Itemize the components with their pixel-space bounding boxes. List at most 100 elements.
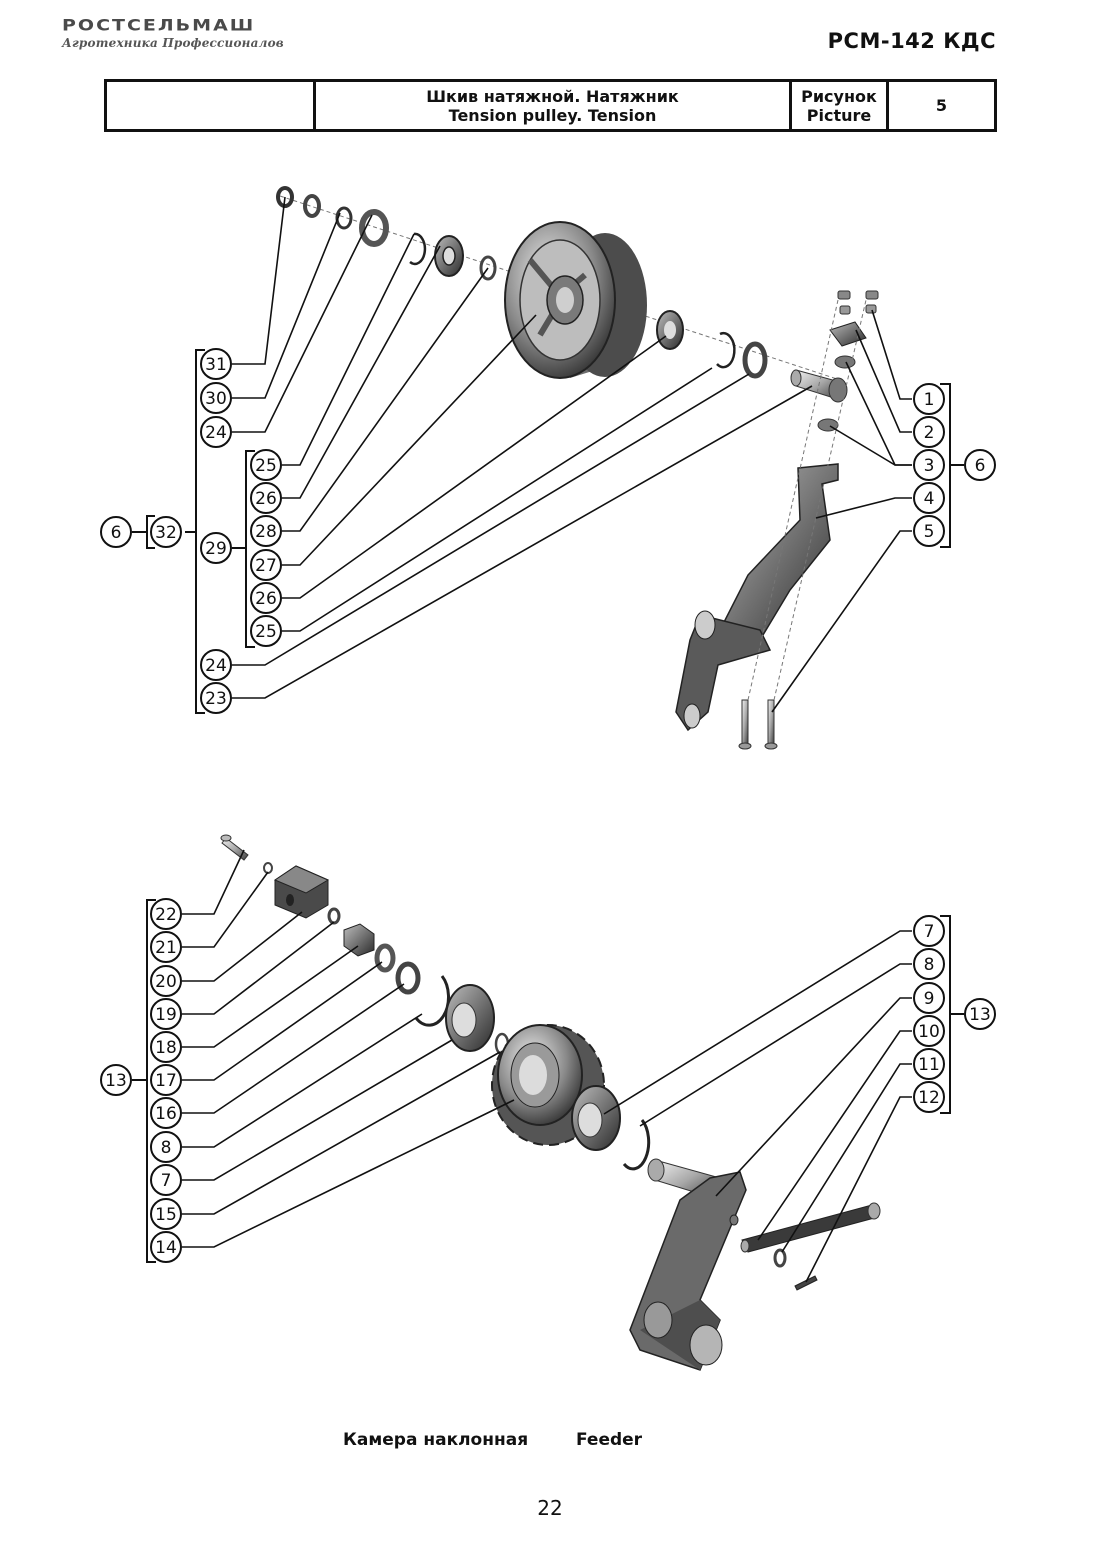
svg-text:18: 18 [155, 1038, 177, 1058]
bottom-callouts-left: 22 21 20 19 18 17 16 8 7 15 14 13 [100, 898, 182, 1263]
svg-text:8: 8 [924, 955, 935, 975]
callout-24: 24 [200, 649, 232, 681]
svg-text:11: 11 [918, 1055, 940, 1075]
svg-text:26: 26 [255, 589, 277, 609]
bottom-part-18-nut [343, 923, 375, 957]
svg-text:13: 13 [105, 1071, 127, 1091]
callout-13-right: 13 [964, 998, 996, 1030]
callout-4: 4 [913, 482, 945, 514]
callout-15: 15 [150, 1198, 182, 1230]
callout-23: 23 [200, 682, 232, 714]
svg-text:7: 7 [924, 922, 935, 942]
top-brackets [132, 349, 964, 714]
svg-text:19: 19 [155, 1005, 177, 1025]
top-assembly-parts [276, 186, 879, 750]
callout-16: 16 [150, 1097, 182, 1129]
svg-text:25: 25 [255, 622, 277, 642]
bottom-leaders [182, 849, 912, 1283]
callout-7: 7 [913, 915, 945, 947]
pin-9 [740, 1202, 881, 1253]
callout-26: 26 [250, 582, 282, 614]
svg-text:31: 31 [205, 355, 227, 375]
picture-label-en: Picture [806, 105, 872, 125]
callout-19: 19 [150, 998, 182, 1030]
callout-6-right: 6 [964, 449, 996, 481]
top-part-31 [276, 186, 294, 208]
top-fasteners [817, 290, 879, 432]
svg-text:5: 5 [924, 522, 935, 542]
picture-label: Рисунок Picture [789, 79, 889, 132]
svg-text:15: 15 [155, 1205, 177, 1225]
bottom-assembly-parts [220, 834, 881, 1371]
bottom-part-11-cotter [794, 1275, 818, 1291]
svg-text:14: 14 [155, 1238, 177, 1258]
top-part-24b [742, 341, 768, 379]
title-empty-cell [104, 79, 316, 132]
bottom-part-22-bolt [220, 834, 249, 861]
callout-14: 14 [150, 1231, 182, 1263]
callout-20: 20 [150, 965, 182, 997]
page-number: 22 [537, 1496, 563, 1520]
model-title: РСМ-142 КДС [827, 29, 996, 53]
svg-text:6: 6 [111, 523, 122, 543]
footer-caption-ru: Камера наклонная [343, 1430, 529, 1450]
top-part-25b [716, 331, 736, 369]
top-part-30 [303, 194, 321, 218]
svg-text:22: 22 [155, 905, 177, 925]
callout-13-left: 13 [100, 1064, 132, 1096]
callout-30: 30 [200, 382, 232, 414]
title-block: Шкив натяжной. Натяжник Tension pulley. … [104, 79, 997, 132]
svg-text:8: 8 [161, 1138, 172, 1158]
svg-text:9: 9 [924, 989, 935, 1009]
callout-7: 7 [150, 1164, 182, 1196]
callout-26: 26 [250, 482, 282, 514]
callout-32: 32 [150, 516, 182, 548]
callout-8: 8 [150, 1131, 182, 1163]
svg-text:6: 6 [975, 456, 986, 476]
svg-text:3: 3 [924, 456, 935, 476]
callout-3: 3 [913, 449, 945, 481]
callout-29: 29 [200, 532, 232, 564]
bottom-part-10 [773, 1248, 787, 1268]
axle-arm-13 [629, 1158, 747, 1371]
title-caption: Шкив натяжной. Натяжник Tension pulley. … [313, 79, 792, 132]
svg-text:2: 2 [924, 423, 935, 443]
footer-caption-en: Feeder [576, 1430, 643, 1450]
bottom-part-19 [327, 907, 341, 925]
svg-text:16: 16 [155, 1104, 177, 1124]
svg-text:24: 24 [205, 656, 227, 676]
callout-1: 1 [913, 383, 945, 415]
top-callouts-right: 1 2 3 4 5 6 [913, 383, 996, 547]
bottom-part-7a-bearing [445, 984, 495, 1052]
bottom-part-17 [374, 943, 396, 973]
top-part-26a [409, 232, 427, 266]
svg-text:28: 28 [255, 522, 277, 542]
callout-25: 25 [250, 449, 282, 481]
callout-8: 8 [913, 948, 945, 980]
svg-text:20: 20 [155, 972, 177, 992]
svg-text:30: 30 [205, 389, 227, 409]
callout-24: 24 [200, 416, 232, 448]
svg-text:25: 25 [255, 456, 277, 476]
callout-17: 17 [150, 1064, 182, 1096]
callout-27: 27 [250, 549, 282, 581]
top-callouts-left: 31 30 24 25 26 28 27 26 25 24 23 29 32 6 [100, 348, 282, 714]
picture-label-ru: Рисунок [801, 86, 877, 106]
svg-text:21: 21 [155, 938, 177, 958]
svg-text:29: 29 [205, 539, 227, 559]
callout-18: 18 [150, 1031, 182, 1063]
svg-text:26: 26 [255, 489, 277, 509]
svg-text:27: 27 [255, 556, 277, 576]
svg-text:23: 23 [205, 689, 227, 709]
callout-2: 2 [913, 416, 945, 448]
svg-text:10: 10 [918, 1022, 940, 1042]
axle-23 [790, 369, 848, 403]
callout-11: 11 [913, 1048, 945, 1080]
bottom-part-21 [263, 862, 273, 874]
callout-6-left: 6 [100, 516, 132, 548]
bottom-brackets [132, 899, 964, 1263]
callout-28: 28 [250, 515, 282, 547]
top-part-25a [359, 209, 389, 247]
callout-22: 22 [150, 898, 182, 930]
